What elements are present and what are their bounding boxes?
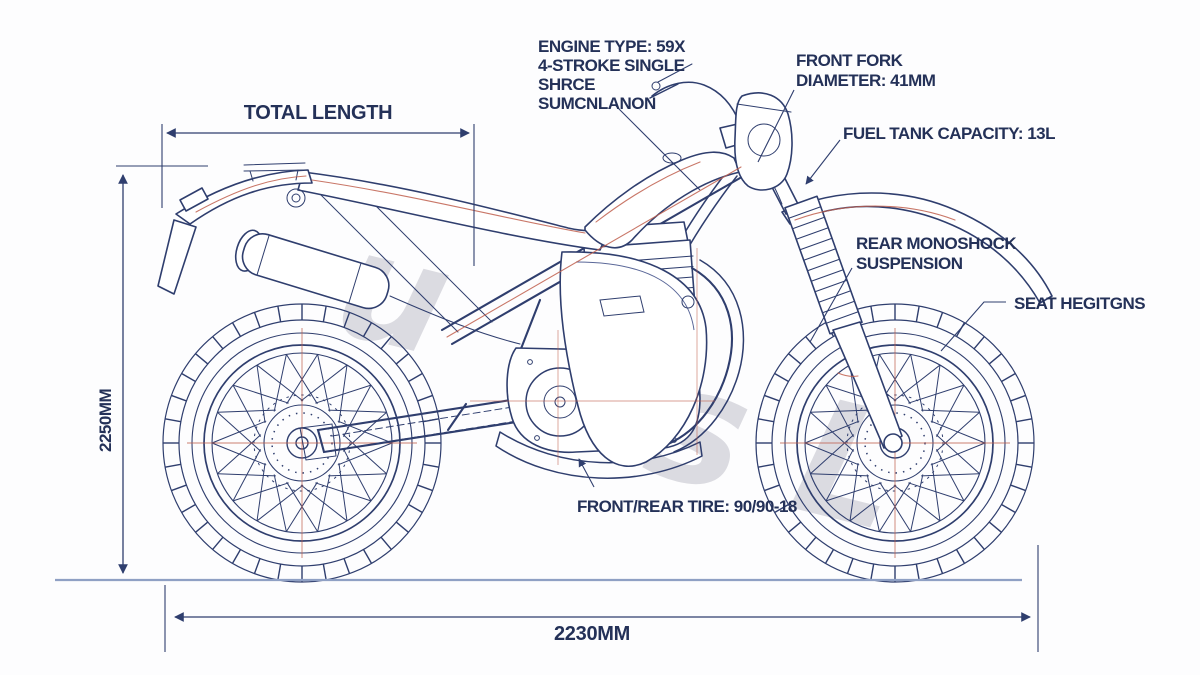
brake-lever	[657, 63, 693, 83]
front-fork-label-line1: FRONT FORK	[796, 51, 904, 70]
headlight-mask	[734, 92, 793, 191]
rear-fender	[175, 169, 313, 225]
reflector	[286, 188, 306, 208]
rear-suspension-label-line1: REAR MONOSHOCK	[856, 234, 1017, 253]
dimension-height: 2250MM	[96, 165, 208, 574]
headlight	[747, 123, 781, 157]
grip	[649, 83, 679, 99]
fuel-tank-label: FUEL TANK CAPACITY: 13L	[843, 124, 1055, 143]
front-axle	[883, 433, 903, 453]
muffler	[234, 229, 390, 310]
engine-type-label-line1: ENGINE TYPE: 59X	[538, 37, 686, 56]
fuel-cap	[662, 152, 682, 164]
tail-light	[179, 187, 209, 212]
mud-flap	[157, 219, 197, 295]
bodywork	[157, 151, 1053, 467]
front-fork-label-line2: DIAMETER: 41MM	[796, 71, 936, 90]
callout-leaders	[578, 89, 1006, 488]
engine-type-label-line3: SHRCE	[538, 75, 595, 94]
handlebar	[651, 81, 741, 125]
footpeg	[446, 402, 468, 432]
skid-plate	[495, 431, 703, 479]
accent-lines	[195, 161, 956, 465]
rear-suspension-label-line2: SUSPENSION	[856, 254, 963, 273]
fork-gaiter	[784, 195, 863, 335]
callout-labels: ENGINE TYPE: 59X 4-STROKE SINGLE SHRCE S…	[538, 37, 1146, 516]
side-panel	[559, 251, 708, 467]
tire-label: FRONT/REAR TIRE: 90/90-18	[577, 497, 797, 516]
engine-type-label-line4: SUMCNLANON	[538, 94, 656, 113]
front-end	[649, 63, 793, 191]
height-value: 2250MM	[96, 389, 115, 452]
length-value: 2230MM	[554, 623, 630, 645]
dimension-length: 2230MM	[164, 545, 1039, 652]
exhaust	[234, 229, 745, 453]
front-wheel	[755, 303, 1035, 583]
total-length-label: TOTAL LENGTH	[244, 102, 393, 124]
rear-rack	[243, 162, 306, 182]
seat-height-label: SEAT HEGITGNS	[1014, 294, 1145, 313]
rear-wheel	[162, 303, 442, 583]
engine-type-label-line2: 4-STROKE SINGLE	[538, 56, 685, 75]
